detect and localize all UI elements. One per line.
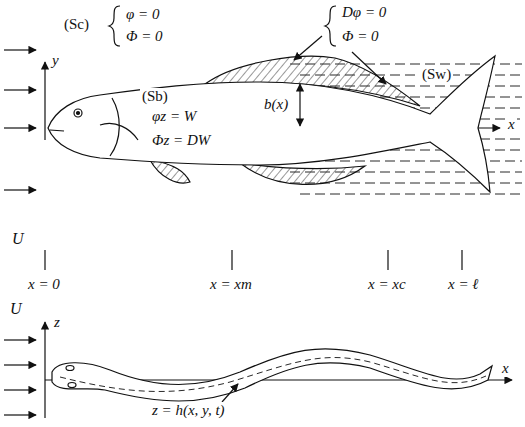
surface-name: (Sc) [62, 16, 91, 33]
boundary-condition: Dφ = 0 [340, 4, 388, 21]
boundary-condition: Φz = DW [150, 132, 212, 149]
boundary-condition: φ = 0 [124, 6, 161, 23]
station-label: x = xc [366, 276, 408, 293]
axis-label: x [506, 116, 517, 133]
station-label: x = 0 [26, 276, 62, 293]
axis-label: y [50, 52, 61, 69]
station-label: x = xm [208, 276, 254, 293]
flow-label: U [10, 230, 26, 248]
boundary-condition: φz = W [150, 108, 198, 125]
station-label: x = ℓ [446, 276, 481, 293]
axis-label: z [52, 314, 62, 331]
dimension-label: b(x) [262, 96, 290, 113]
surface-name: (Sw) [420, 66, 453, 83]
surface-name: (Sb) [140, 88, 170, 105]
axis-label: x [500, 360, 511, 377]
boundary-condition: Φ = 0 [340, 28, 381, 45]
boundary-condition: Φ = 0 [124, 28, 165, 45]
flow-label: U [8, 300, 24, 318]
equation-label: z = h(x, y, t) [150, 402, 227, 419]
